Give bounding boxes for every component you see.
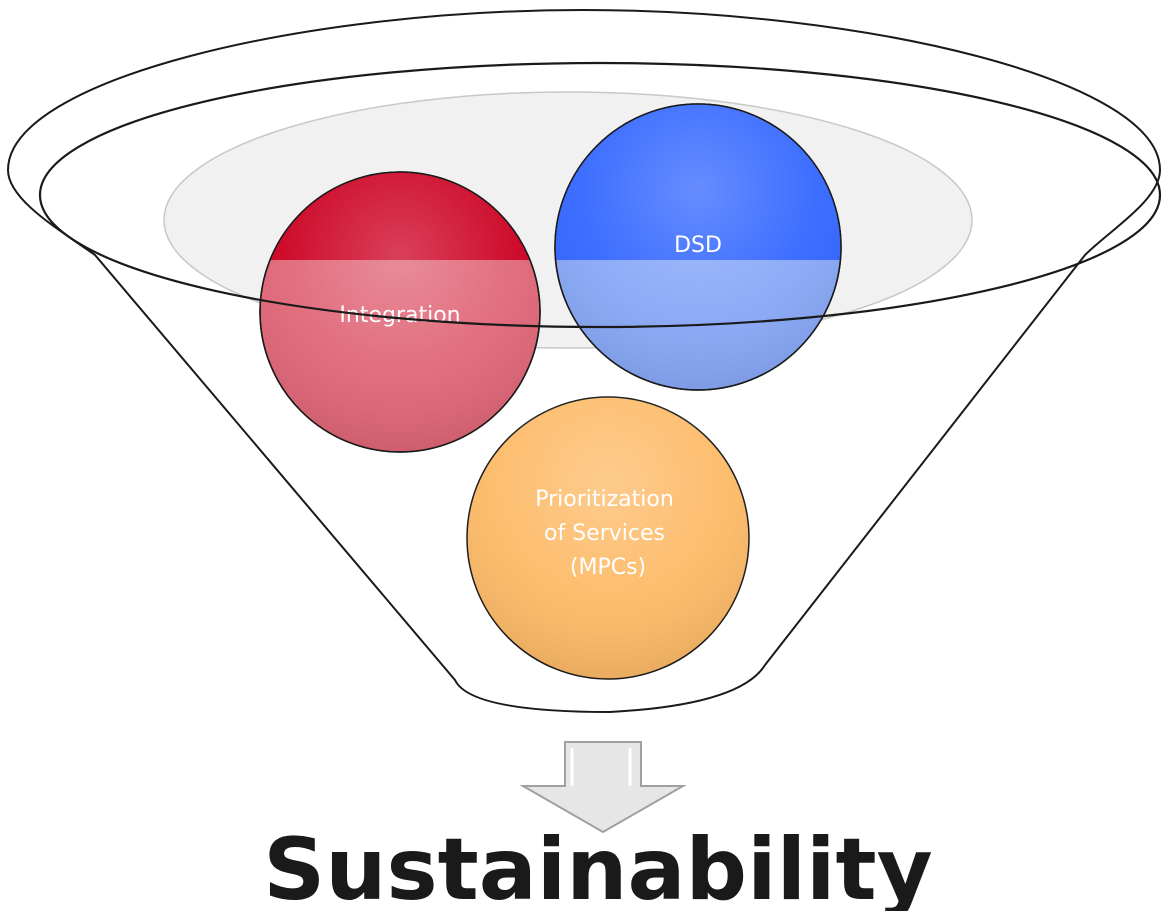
prioritization-label-line-1: Prioritization (535, 487, 674, 512)
down-arrow-icon (519, 741, 687, 834)
dsd-label: DSD (674, 233, 722, 258)
integration-ball-gloss (259, 171, 541, 453)
prioritization-ball: Prioritization of Services (MPCs) (466, 396, 750, 680)
prioritization-label-line-2: of Services (544, 521, 665, 546)
down-arrow-shape (519, 741, 687, 834)
integration-label: Integration (339, 303, 460, 328)
integration-ball: Integration (259, 171, 541, 453)
funnel-rim-inner (38, 61, 1162, 329)
dsd-ball: DSD (554, 103, 842, 391)
prioritization-ball-gloss (467, 397, 749, 679)
prioritization-label-line-3: (MPCs) (570, 555, 646, 580)
prioritization-label: Prioritization of Services (MPCs) (535, 487, 681, 580)
sustainability-label: Sustainability (263, 820, 932, 911)
dsd-ball-gloss (554, 103, 842, 391)
